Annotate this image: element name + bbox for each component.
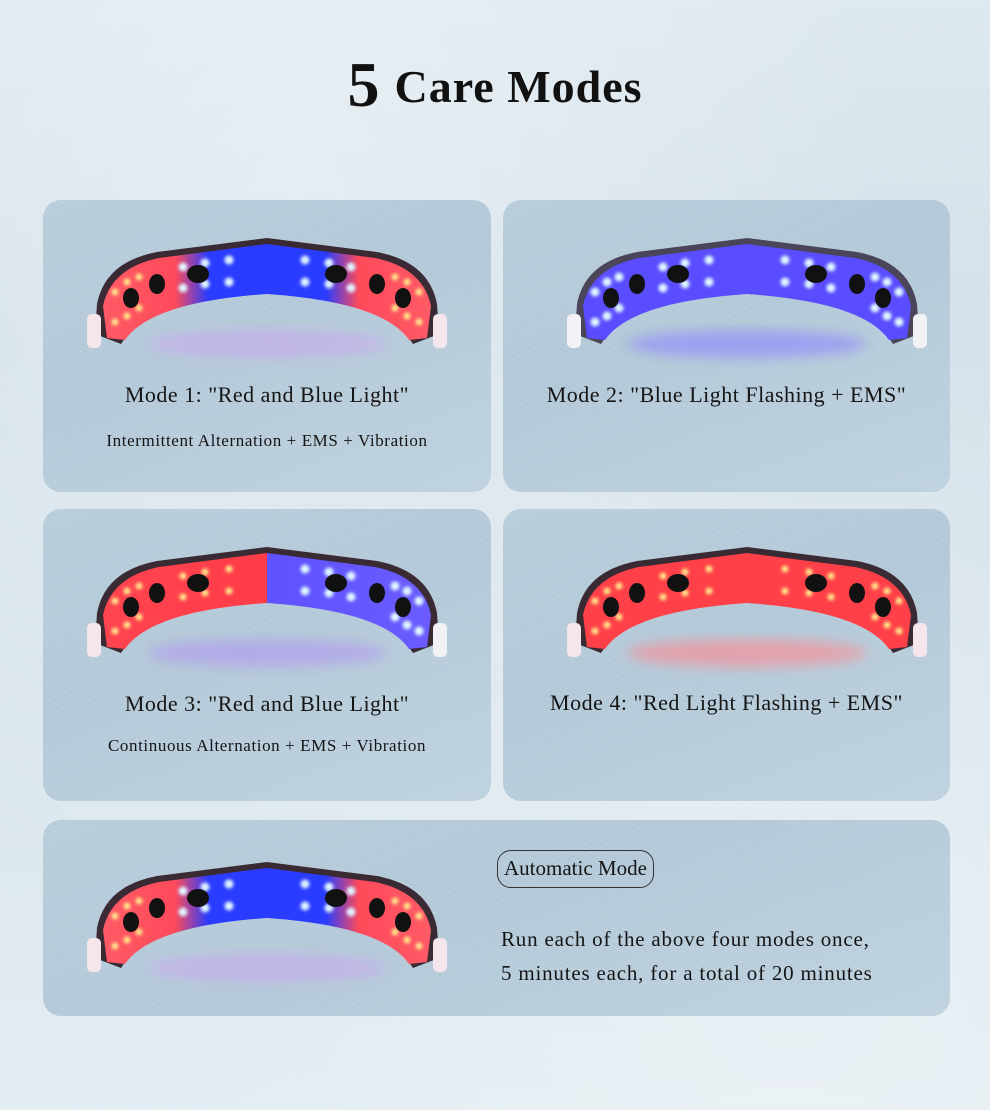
mode-1-subtitle: Intermittent Alternation + EMS + Vibrati… — [106, 431, 428, 450]
device-image-automatic — [87, 846, 447, 986]
automatic-desc-line-1: Run each of the above four modes once, — [501, 927, 870, 951]
device-image-red-flashing — [567, 531, 927, 671]
page-title: 5 Care Modes — [0, 48, 990, 122]
mode-3-subtitle: Continuous Alternation + EMS + Vibration — [107, 736, 427, 755]
mode-1-card: Mode 1: "Red and Blue Light" Intermitten… — [43, 200, 491, 492]
mode-4-title: Mode 4: "Red Light Flashing + EMS" — [550, 690, 903, 715]
mode-3-title: Mode 3: "Red and Blue Light" — [124, 691, 410, 716]
device-image-blue-flashing — [567, 222, 927, 362]
automatic-mode-description: Run each of the above four modes once, 5… — [501, 922, 873, 990]
device-image-red-blue-intermittent — [87, 222, 447, 362]
mode-2-card: Mode 2: "Blue Light Flashing + EMS" — [503, 200, 950, 492]
title-number: 5 — [347, 49, 381, 120]
mode-2-title: Mode 2: "Blue Light Flashing + EMS" — [546, 382, 907, 407]
automatic-desc-line-2: 5 minutes each, for a total of 20 minute… — [501, 961, 873, 985]
title-text: Care Modes — [394, 61, 643, 112]
mode-1-title: Mode 1: "Red and Blue Light" — [124, 382, 410, 407]
automatic-mode-badge: Automatic Mode — [497, 850, 654, 888]
automatic-mode-card: Automatic Mode Run each of the above fou… — [43, 820, 950, 1016]
mode-3-card: Mode 3: "Red and Blue Light" Continuous … — [43, 509, 491, 801]
mode-4-card: Mode 4: "Red Light Flashing + EMS" — [503, 509, 950, 801]
device-image-red-blue-continuous — [87, 531, 447, 671]
